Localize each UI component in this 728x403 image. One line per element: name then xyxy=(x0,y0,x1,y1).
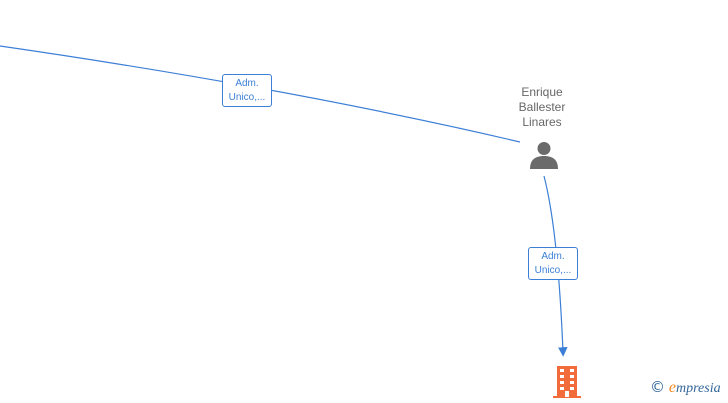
person-name-line2: Ballester xyxy=(518,100,566,114)
brand-logo: © empresia xyxy=(650,378,721,397)
person-icon[interactable] xyxy=(528,140,560,175)
edge-label-line2: Unico,... xyxy=(534,265,572,276)
edge-label-top[interactable]: Adm. Unico,... xyxy=(222,74,272,107)
building-icon[interactable] xyxy=(551,364,583,403)
brand-name: mpresia xyxy=(676,381,721,396)
copyright-symbol: © xyxy=(650,378,665,396)
edge-line-incoming xyxy=(0,45,521,143)
person-name-line3: Linares xyxy=(522,115,562,129)
edge-label-line1: Adm. xyxy=(235,78,259,89)
edge-label-line2: Unico,... xyxy=(228,92,266,103)
edge-label-line1: Adm. xyxy=(541,251,565,262)
person-name[interactable]: Enrique Ballester Linares xyxy=(500,85,584,130)
edge-label-bottom[interactable]: Adm. Unico,... xyxy=(528,247,578,280)
brand-initial: e xyxy=(668,379,676,396)
person-name-line1: Enrique xyxy=(521,85,563,99)
